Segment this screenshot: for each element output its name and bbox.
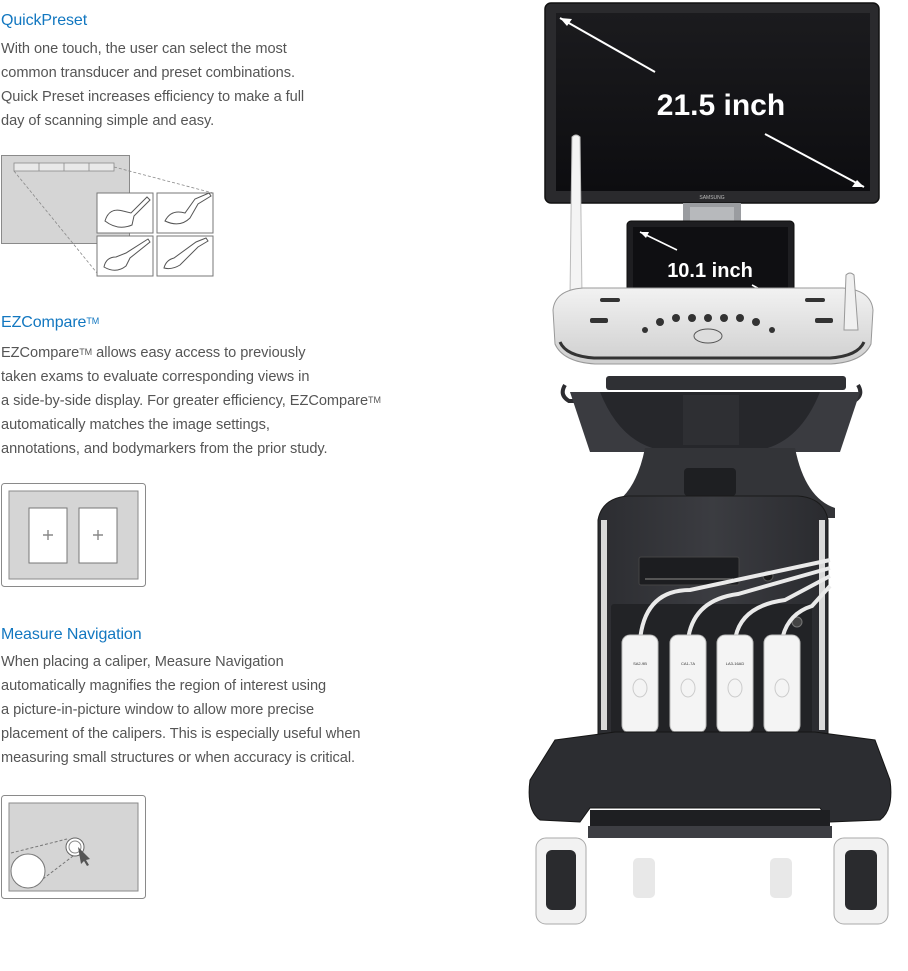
probe-label: LA3-16AD — [726, 661, 745, 666]
quickpreset-line: day of scanning simple and easy. — [1, 113, 215, 129]
measure-illustration — [1, 795, 147, 901]
ezcompare-line: a side-by-side display. For greater effi… — [1, 393, 381, 409]
brand-label: SAMSUNG — [699, 195, 724, 201]
ezcompare-line: EZCompareTM allows easy access to previo… — [1, 345, 306, 361]
cart-base — [528, 731, 892, 823]
measure-section: Measure Navigation When placing a calipe… — [1, 625, 441, 770]
probe-connectors: SA2-9B CA1-7A LA3-16AD — [621, 634, 801, 734]
measure-line: placement of the calipers. This is espec… — [1, 726, 361, 742]
measure-line: When placing a caliper, Measure Navigati… — [1, 654, 284, 670]
measure-description: When placing a caliper, Measure Navigati… — [1, 650, 441, 770]
ezcompare-line: taken exams to evaluate corresponding vi… — [1, 369, 310, 385]
quickpreset-line: Quick Preset increases efficiency to mak… — [1, 89, 305, 105]
measure-line: automatically magnifies the region of in… — [1, 678, 327, 694]
ultrasound-system-image: SAMSUNG 21.5 inch 10.1 inch — [520, 0, 908, 971]
control-panel — [552, 287, 874, 365]
quickpreset-line: common transducer and preset combination… — [1, 65, 295, 81]
probe-label: CA1-7A — [681, 661, 695, 666]
probe-label: SA2-9B — [633, 661, 647, 666]
measure-line: measuring small structures or when accur… — [1, 750, 356, 766]
ezcompare-title: EZCompareTM — [1, 314, 100, 331]
ezcompare-line: annotations, and bodymarkers from the pr… — [1, 441, 328, 457]
ezcompare-section: EZCompareTM EZCompareTM allows easy acce… — [1, 313, 441, 461]
wheels — [535, 837, 889, 925]
ezcompare-illustration — [1, 483, 147, 589]
quickpreset-line: With one touch, the user can select the … — [1, 41, 287, 57]
quickpreset-section: QuickPreset With one touch, the user can… — [1, 11, 441, 133]
ezcompare-line: automatically matches the image settings… — [1, 417, 270, 433]
measure-title: Measure Navigation — [1, 626, 142, 643]
main-screen-size-label: 21.5 inch — [657, 89, 785, 122]
ezcompare-description: EZCompareTM allows easy access to previo… — [1, 341, 441, 461]
quickpreset-title: QuickPreset — [1, 12, 88, 29]
quickpreset-description: With one touch, the user can select the … — [1, 37, 441, 133]
quickpreset-illustration — [1, 155, 217, 279]
touch-screen-size-label: 10.1 inch — [667, 260, 753, 282]
measure-line: a picture-in-picture window to allow mor… — [1, 702, 315, 718]
